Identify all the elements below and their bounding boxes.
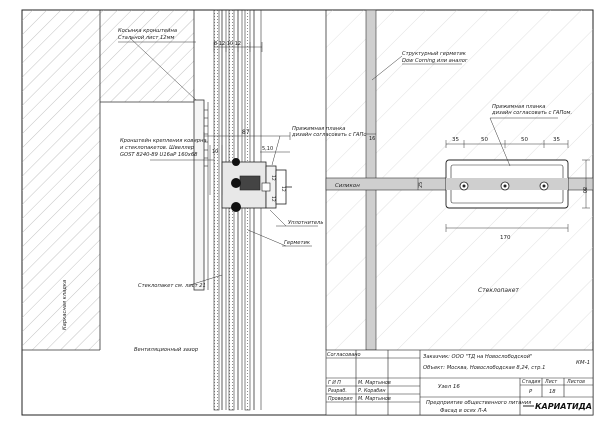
label-bracket-mount-1: Кронштейн крепления ковирна (120, 138, 207, 144)
label-vent-gap: Вентиляционный зазор (134, 347, 199, 353)
label-bracket-mount-2: и стеклопакетов. Швеллер (120, 145, 195, 151)
title-block (325, 349, 594, 416)
dim-80: 80 (581, 187, 587, 193)
label-sealant: Уплотнитель (288, 220, 323, 226)
tb-dev-role: Разраб. (328, 388, 347, 394)
logo-text: КАРИАТИДА (535, 402, 592, 411)
tb-sheet-val: 18 (549, 389, 556, 395)
label-clamp-plate-left-1: Прижимная планка (292, 126, 345, 132)
tb-gip-name: М. Мартынов (358, 380, 391, 386)
dim-25: 25 (418, 182, 424, 188)
label-clamp-plate-right-1: Прижимная планка (492, 104, 545, 110)
company-logo: КАРИАТИДА (523, 402, 592, 411)
right-elevation-view: 35 50 50 35 170 16 25 80 Структурный гер… (325, 9, 594, 351)
dim-50a: 50 (481, 137, 488, 143)
dim-top: 8 12 10 12 (214, 41, 241, 47)
label-glass-unit-right: Стеклопакет (478, 287, 519, 294)
left-section-view: 8 12 10 12 87 10 5,10 12 12 12 (22, 9, 372, 411)
bracket-channel (193, 99, 205, 291)
dim-510: 5,10 (262, 146, 273, 152)
wall-hatch-top (100, 10, 194, 102)
label-glass-unit-left: Стеклопакет см. лист 21 (138, 283, 206, 289)
tb-stage-val: Р (529, 389, 533, 395)
label-hermetic: Герметик (284, 240, 311, 246)
dim-10: 10 (212, 149, 218, 155)
tb-gip-role: Г И П (328, 380, 341, 386)
tb-chk-name: М. Мартынов (358, 396, 391, 402)
label-bracket-casing: Косынка кронштейна (118, 28, 177, 34)
label-structural-sealant-1: Структурный герметик (402, 51, 467, 57)
dim-35b: 35 (553, 137, 560, 143)
dim-12c: 12 (280, 186, 286, 192)
label-bracket-mount-3: GOST 8240-89 U16aP 160x68 (120, 152, 198, 158)
dim-16: 16 (369, 136, 375, 142)
tb-object: Объект: Москва, Новослободская 8,24, стр… (423, 365, 545, 371)
tb-node: Узел 16 (438, 384, 460, 390)
tb-chk-role: Проверил (328, 396, 353, 402)
tb-sheet-hdr: Лист (544, 379, 557, 385)
dim-12a: 12 (270, 175, 276, 181)
dim-50b: 50 (521, 137, 528, 143)
label-structural-sealant-2: Dow Corning или аналог (402, 58, 468, 64)
tb-sheet-code: КМ-1 (576, 360, 590, 366)
clamp-assembly-left (221, 158, 292, 212)
dim-12b: 12 (270, 196, 276, 202)
top-dims (213, 42, 263, 52)
dim-87: 87 (242, 129, 250, 136)
bolts (459, 181, 549, 191)
tb-customer: Заказчик: ООО "ТД на Новослободской" (423, 354, 532, 360)
label-bracket-steel: Стальной лист 12мм (118, 35, 175, 41)
tb-purpose: Предприятие общественного питания (426, 400, 531, 406)
tb-facade: Фасад в осях Л-А (440, 408, 487, 414)
label-silicone: Силикон (335, 183, 360, 189)
tb-sheets-hdr: Листов (566, 379, 585, 385)
dim-35a: 35 (452, 137, 459, 143)
dim-170: 170 (500, 235, 511, 241)
label-curtain-wall: Каркасная кладка (62, 280, 68, 330)
tb-stage-hdr: Стадия (522, 379, 541, 385)
wall-hatch (22, 10, 100, 350)
label-clamp-plate-right-2: дизайн согласовать с ГАПом. (491, 110, 572, 116)
tb-dev-name: Р. Корабин (358, 388, 385, 394)
tb-agreed: Согласовано (327, 352, 361, 358)
